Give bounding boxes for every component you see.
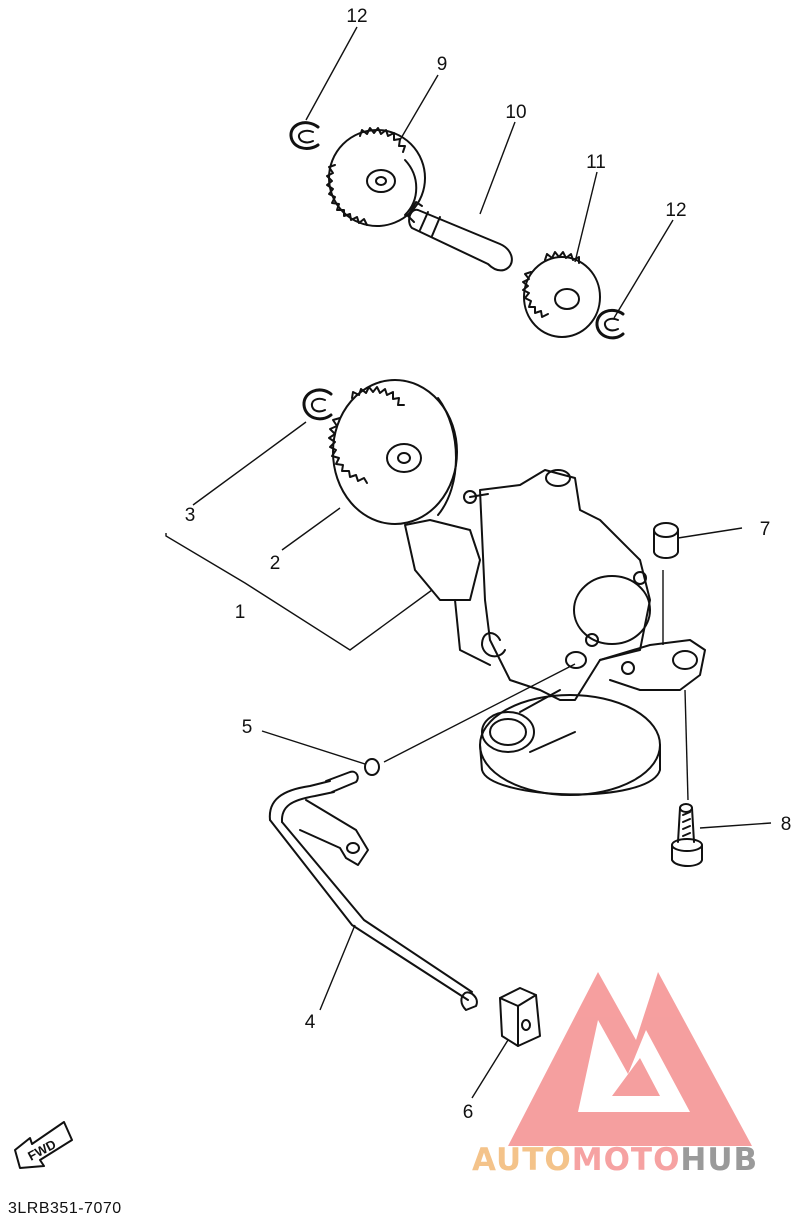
callout-1: 1 (235, 602, 246, 623)
part-8-bolt (671, 803, 703, 867)
part-2-large-gear (328, 379, 458, 525)
callout-7: 7 (760, 519, 771, 540)
watermark-wordmark: AUTOMOTOHUB (472, 1142, 758, 1178)
part-1-oil-pump-assembly (404, 469, 706, 796)
watermark-logo-icon (508, 972, 752, 1146)
part-4-oil-pipe (268, 770, 478, 1011)
callout-labels: 12 9 10 11 12 3 2 1 7 5 8 4 6 FWD (25, 6, 791, 1164)
callout-3: 3 (185, 505, 196, 526)
part-5-o-ring (364, 758, 380, 776)
callout-12-top: 12 (346, 6, 367, 27)
part-12-circlip-right (595, 309, 625, 340)
callout-6: 6 (463, 1102, 474, 1123)
callout-10: 10 (505, 102, 526, 123)
drawing-code: 3LRB351-7070 (8, 1200, 122, 1217)
callout-8: 8 (781, 814, 792, 835)
callout-12-right: 12 (665, 200, 686, 221)
callout-5: 5 (242, 717, 253, 738)
part-9-gear (326, 127, 426, 227)
callout-4: 4 (305, 1012, 316, 1033)
watermark-part-hub: HUB (680, 1142, 759, 1178)
part-7-collar (653, 522, 679, 559)
callout-2: 2 (270, 553, 281, 574)
fwd-arrow-icon (14, 1121, 73, 1169)
part-11-gear (522, 251, 601, 338)
callout-9: 9 (437, 54, 448, 75)
part-12-circlip-top (289, 121, 320, 150)
part-3-circlip (302, 388, 333, 421)
callout-11: 11 (586, 152, 606, 173)
watermark-part-moto: MOTO (571, 1142, 681, 1178)
part-6-block (499, 987, 541, 1047)
part-10-shaft (407, 201, 513, 272)
watermark-part-auto: AUTO (472, 1142, 572, 1178)
leader-lines (165, 26, 772, 1099)
